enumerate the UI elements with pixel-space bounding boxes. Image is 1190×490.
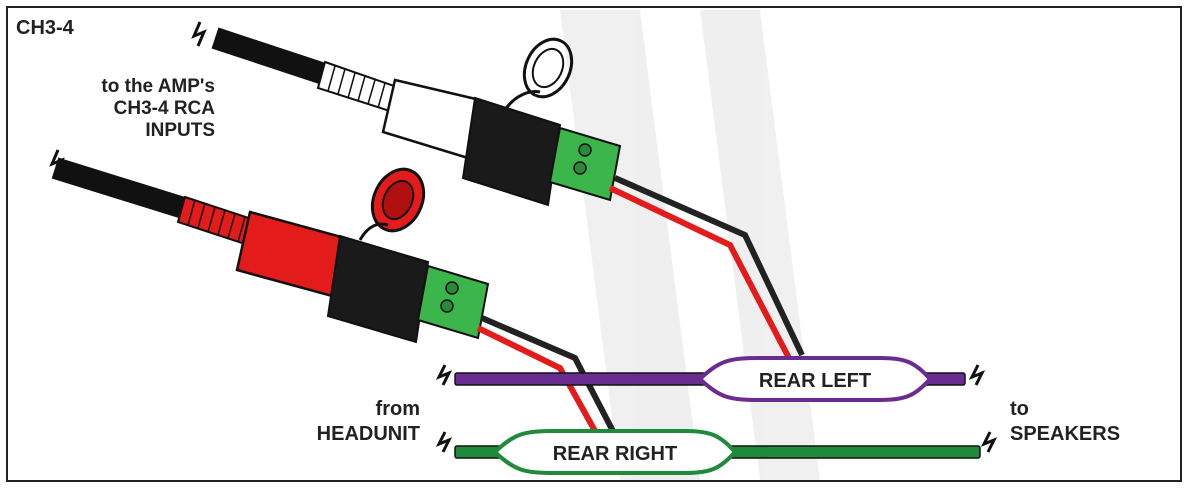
rear-left-label: REAR LEFT — [759, 370, 871, 392]
from-headunit-label: from HEADUNIT — [317, 398, 420, 445]
rear-right-splice — [492, 429, 738, 475]
red-rca-cable — [51, 157, 194, 221]
wire-break-icon — [968, 364, 986, 386]
rear-left-splice — [697, 356, 933, 402]
rear-right-wire: REAR RIGHT — [435, 429, 998, 475]
amp-inputs-label: to the AMP's CH3-4 RCA INPUTS — [101, 76, 215, 141]
to-label-line-2: SPEAKERS — [1010, 423, 1120, 445]
white-rca-cable — [211, 27, 334, 87]
amp-label-line-2: CH3-4 RCA — [114, 98, 216, 119]
red-rca-body — [235, 210, 347, 298]
to-speakers-label: to SPEAKERS — [1010, 398, 1120, 445]
diagram-frame — [6, 6, 1182, 482]
red-rca-terminal-block — [416, 264, 490, 340]
white-rca-body — [381, 78, 482, 160]
wire-break-icon — [435, 431, 453, 453]
red-rca-black-wire — [480, 315, 618, 437]
from-label-line-1: from — [376, 398, 420, 420]
terminal-screw-icon — [445, 281, 459, 295]
white-rca-cap — [522, 37, 574, 99]
to-label-line-1: to — [1010, 398, 1029, 420]
rear-left-wire: REAR LEFT — [435, 356, 986, 402]
red-rca-adapter — [326, 234, 430, 344]
white-rca-connector — [191, 21, 622, 207]
amp-label-line-3: INPUTS — [145, 120, 215, 141]
diagram-title: CH3-4 — [16, 17, 75, 39]
from-label-line-2: HEADUNIT — [317, 423, 420, 445]
wire-break-icon — [435, 364, 453, 386]
white-rca-red-wire — [608, 185, 793, 362]
cable-break-icon — [191, 21, 207, 47]
red-rca-red-wire — [476, 325, 603, 442]
white-rca-adapter — [461, 96, 562, 207]
terminal-screw-icon — [578, 143, 592, 157]
white-rca-black-wire — [613, 175, 805, 357]
white-rca-strain-relief — [316, 60, 402, 114]
cable-break-icon — [49, 149, 65, 175]
rear-right-label: REAR RIGHT — [553, 443, 677, 465]
terminal-screw-icon — [573, 161, 587, 175]
terminal-screw-icon — [440, 299, 454, 313]
amp-label-line-1: to the AMP's — [101, 76, 215, 97]
red-rca-connector — [49, 149, 490, 344]
wire-break-icon — [980, 431, 998, 453]
